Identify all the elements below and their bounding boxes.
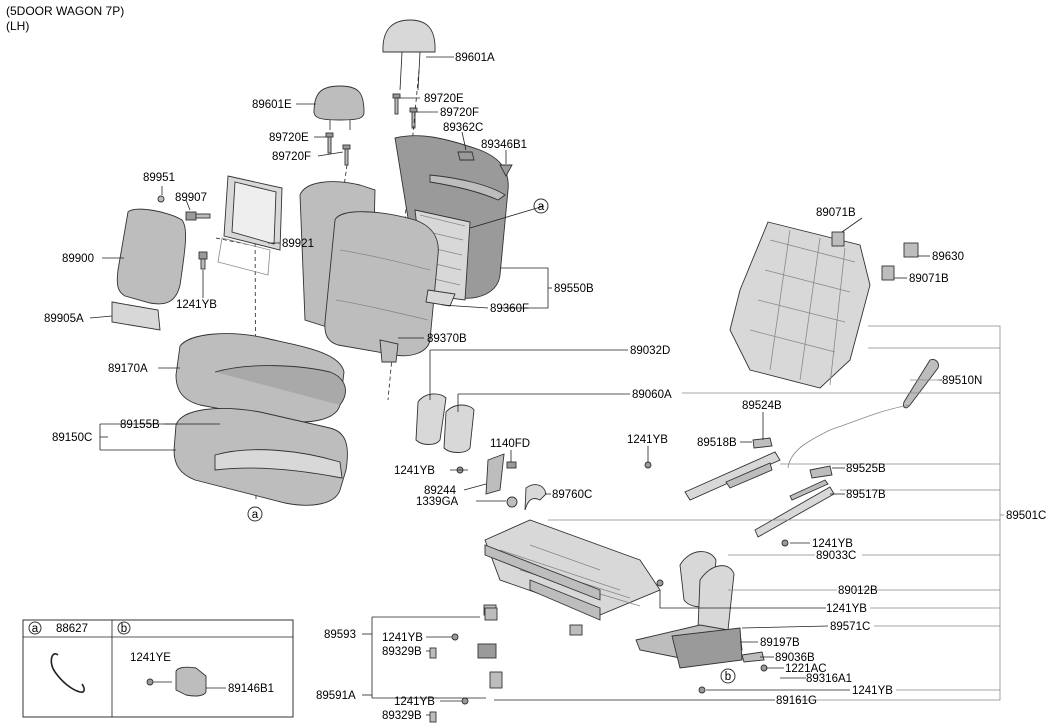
seat-frame-shape [483,519,661,636]
label-1241YB-c: 1241YB [394,465,435,477]
label-89036B: 89036B [775,652,815,664]
armrest-assembly-shape [111,175,283,331]
label-89525B: 89525B [846,463,886,475]
legend-b-bolt: 1241YE [130,652,171,664]
label-89032D: 89032D [630,345,670,357]
label-89012B: 89012B [838,585,878,597]
label-89601E: 89601E [252,99,292,111]
label-1339GA: 1339GA [416,496,459,508]
backframe-assembly-shape [729,221,919,389]
side-cover-left-shape [415,393,475,453]
callout-a-top: a [533,198,549,214]
label-89501C: 89501C [1006,510,1046,522]
label-89720E-a: 89720E [424,93,464,105]
side-panel-right-shapes [635,551,765,669]
header-line-2: (LH) [6,19,29,33]
label-89033C: 89033C [816,550,856,562]
label-1221AC: 1221AC [785,663,827,675]
label-89571C: 89571C [830,621,870,633]
label-89170A: 89170A [108,363,148,375]
label-89329B-b: 89329B [382,710,422,722]
bolt-icon [146,678,154,686]
rail-shapes [684,437,835,538]
label-1241YB-b: 1241YB [627,434,668,446]
recliner-bracket-shape [485,453,547,511]
label-89921: 89921 [282,238,314,250]
legend-a-letter: a [32,623,39,635]
label-89060A: 89060A [632,389,672,401]
callout-b: b [720,668,736,684]
label-89155B: 89155B [120,419,160,431]
header-line-1: (5DOOR WAGON 7P) [6,4,124,18]
label-89720E-b: 89720E [269,132,309,144]
clip-icon [175,666,207,697]
label-1241YB-e: 1241YB [826,603,867,615]
label-89517B: 89517B [846,489,886,501]
label-1241YB-a: 1241YB [176,299,217,311]
small-bracket-shapes [429,607,503,723]
label-89550B: 89550B [554,283,594,295]
label-89900: 89900 [62,253,94,265]
legend-b-part: 89146B1 [228,683,274,695]
bolt-icons [451,461,789,705]
label-89720F-a: 89720F [440,107,479,119]
label-1241YB-f: 1241YB [382,632,423,644]
label-89316A1: 89316A1 [806,673,852,685]
label-89510N: 89510N [942,375,982,387]
strap-shape [787,359,939,469]
label-89329B-a: 89329B [382,646,422,658]
callout-a-bottom-letter: a [252,509,259,521]
label-89244: 89244 [424,485,457,497]
label-1241YB-g: 1241YB [852,685,893,697]
label-89720F-b: 89720F [272,151,311,163]
label-89601A: 89601A [455,52,495,64]
callout-b-letter: b [725,671,731,683]
label-1140FD: 1140FD [490,438,530,450]
label-89071B-b: 89071B [909,273,949,285]
wire-clip-icon [50,653,85,693]
callout-a-top-letter: a [538,201,545,213]
label-89370B: 89370B [427,333,467,345]
label-89760C: 89760C [552,489,592,501]
label-89197B: 89197B [760,637,800,649]
label-1241YB-d: 1241YB [812,538,853,550]
label-89905A: 89905A [44,313,84,325]
part-labels: 89601A 89720E 89720F 89601E 89362C 89346… [44,52,1046,722]
label-89524B: 89524B [742,400,782,412]
legend-table: a 88627 b 1241YE 89146B1 [22,619,294,718]
label-89071B-a: 89071B [816,207,856,219]
label-89161G: 89161G [776,695,817,707]
label-89150C: 89150C [52,432,92,444]
label-89518B: 89518B [697,437,737,449]
leader-lines [89,56,1004,716]
headrest-guide-pins [325,93,418,166]
legend-b-letter: b [121,623,127,635]
seatback-cushion-shape [299,181,439,357]
seat-cushion-shape [173,333,348,506]
seatback-support-panel-shape [379,289,456,363]
label-89360F: 89360F [490,303,529,315]
headrest-large-shape [382,19,436,91]
headrest-small-shape [313,85,365,130]
legend-a-part: 88627 [56,623,88,635]
label-1241YB-h: 1241YB [394,696,435,708]
label-89593: 89593 [324,629,356,641]
callout-a-bottom: a [247,506,263,522]
label-89362C: 89362C [443,122,483,134]
label-89591A: 89591A [316,690,356,702]
label-89951: 89951 [143,172,175,184]
label-89630: 89630 [932,251,964,263]
label-89907: 89907 [175,192,207,204]
label-89346B1: 89346B1 [481,139,527,151]
small-clips-top [457,151,513,177]
